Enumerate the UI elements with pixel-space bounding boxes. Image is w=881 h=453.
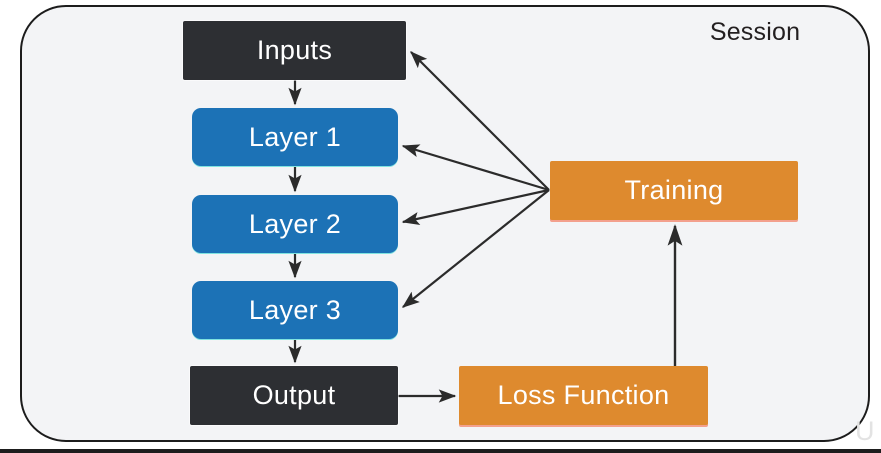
node-loss-function-label: Loss Function	[497, 380, 670, 410]
edge-training-to-layer3	[401, 189, 550, 308]
session-container	[20, 5, 870, 442]
watermark-glyph: U	[855, 416, 875, 446]
node-layer-3-label: Layer 3	[248, 294, 342, 325]
node-training-label: Training	[624, 175, 724, 205]
node-layer-2[interactable]: Layer 2	[192, 195, 398, 253]
frame-bottom-rule	[0, 449, 881, 453]
node-layer-2-label: Layer 2	[248, 208, 342, 239]
node-training[interactable]: Training	[550, 161, 798, 220]
node-output[interactable]: Output	[190, 366, 398, 425]
node-output-label: Output	[252, 380, 336, 410]
edge-training-to-layer1	[401, 144, 550, 192]
node-layer-3[interactable]: Layer 3	[192, 281, 398, 339]
node-layer-1[interactable]: Layer 1	[192, 108, 398, 166]
session-label: Session	[709, 18, 801, 46]
node-loss-function[interactable]: Loss Function	[459, 366, 708, 425]
edge-training-to-inputs	[410, 51, 550, 191]
node-layer-1-label: Layer 1	[248, 121, 342, 152]
node-inputs-label: Inputs	[256, 35, 333, 65]
node-inputs[interactable]: Inputs	[183, 21, 406, 80]
edge-training-to-layer2	[401, 188, 550, 225]
